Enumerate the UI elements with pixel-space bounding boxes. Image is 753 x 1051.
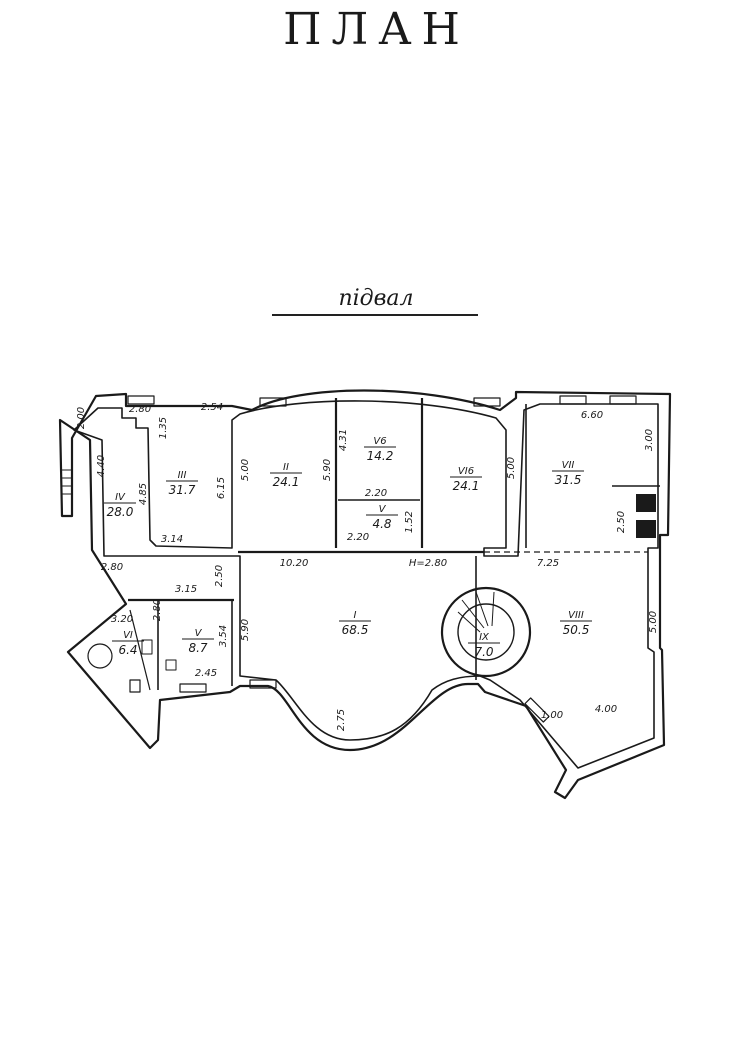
- dimension-label: 4.00: [595, 704, 617, 715]
- dimension-label: 4.85: [138, 483, 149, 505]
- dimension-label: 5.00: [648, 611, 659, 633]
- dimension-label: 2.20: [365, 488, 387, 499]
- shaft-marker: [636, 520, 656, 538]
- dimension-label: 3.20: [111, 614, 133, 625]
- room-number: IX: [479, 632, 490, 643]
- shaft-marker: [636, 494, 656, 512]
- stair-steps: [457, 591, 495, 633]
- dimension-label: 2.50: [214, 565, 225, 587]
- dimension-label: 6.15: [216, 477, 227, 499]
- room-number: II: [283, 462, 289, 473]
- dimension-label: 10.20: [280, 558, 309, 569]
- subtitle-underline: [272, 314, 478, 316]
- dimension-label: 5.00: [240, 459, 251, 481]
- dimension-label: 5.90: [240, 619, 251, 641]
- dimension-label: 3.15: [175, 584, 197, 595]
- dimension-label: 2.75: [336, 709, 347, 731]
- dimension-label: Н=2.80: [409, 558, 447, 569]
- window: [473, 397, 501, 407]
- window: [524, 697, 550, 723]
- dimension-label: 5.90: [322, 459, 333, 481]
- dimension-label: 6.60: [581, 410, 603, 421]
- dimension-label: 7.25: [537, 558, 559, 569]
- room-area: 7.0: [474, 645, 493, 659]
- dimension-label: 3.54: [218, 625, 229, 647]
- dimension-label: 2.50: [616, 511, 627, 533]
- room-area: 24.1: [453, 479, 480, 493]
- room-area: 31.5: [555, 473, 582, 487]
- dimension-label: 3.14: [161, 534, 183, 545]
- dimension-label: 3.00: [644, 429, 655, 451]
- dimension-label: 1.52: [404, 511, 415, 533]
- dimension-label: 2.80: [152, 599, 163, 621]
- dimension-label: 2.54: [201, 402, 223, 413]
- window: [129, 679, 141, 693]
- dimension-label: 2.20: [347, 532, 369, 543]
- window: [249, 679, 277, 689]
- dimension-label: 2.80: [129, 404, 151, 415]
- spiral-stair-inner: [457, 603, 515, 661]
- room-number: V: [379, 504, 387, 515]
- window: [127, 395, 155, 405]
- room-number: V: [195, 628, 203, 639]
- room-area: 14.2: [367, 449, 394, 463]
- room-area: 68.5: [342, 623, 369, 637]
- room-area: 6.4: [118, 643, 137, 657]
- page-title: ПЛАН: [283, 4, 470, 55]
- dimension-label: 2.00: [76, 407, 87, 429]
- room-number: I: [354, 610, 357, 621]
- window: [609, 395, 637, 405]
- room-number: VII: [562, 460, 575, 471]
- inner-wall: [73, 400, 659, 769]
- dimension-label: 2.80: [101, 562, 123, 573]
- room-area: 8.7: [188, 641, 207, 655]
- fixture: [165, 659, 177, 671]
- room-number: V6: [373, 436, 386, 447]
- room-number: VI6: [458, 466, 474, 477]
- room-area: 28.0: [107, 505, 134, 519]
- dimension-label: 2.45: [195, 668, 217, 679]
- window: [559, 395, 587, 405]
- dimension-label: 5.00: [506, 457, 517, 479]
- entrance-steps: [62, 469, 72, 495]
- toilet-fixture: [87, 643, 113, 669]
- plan-subtitle: підвал: [338, 286, 414, 311]
- room-number: VIII: [568, 610, 584, 621]
- dimension-label: 4.31: [338, 429, 349, 451]
- room-area: 31.7: [169, 483, 196, 497]
- dimension-label: 1.00: [541, 710, 563, 721]
- room-number: III: [178, 470, 187, 481]
- spiral-stair: [440, 586, 532, 678]
- room-area: 4.8: [372, 517, 391, 531]
- dimension-label: 4.40: [96, 455, 107, 477]
- partition: [129, 609, 151, 691]
- room-area: 50.5: [563, 623, 590, 637]
- room-number: VI: [123, 630, 133, 641]
- room-area: 24.1: [273, 475, 300, 489]
- outer-wall: [58, 389, 672, 800]
- window: [179, 683, 207, 693]
- fixture: [141, 639, 153, 655]
- window: [259, 397, 287, 407]
- room-number: IV: [115, 492, 126, 503]
- dimension-label: 1.35: [158, 417, 169, 439]
